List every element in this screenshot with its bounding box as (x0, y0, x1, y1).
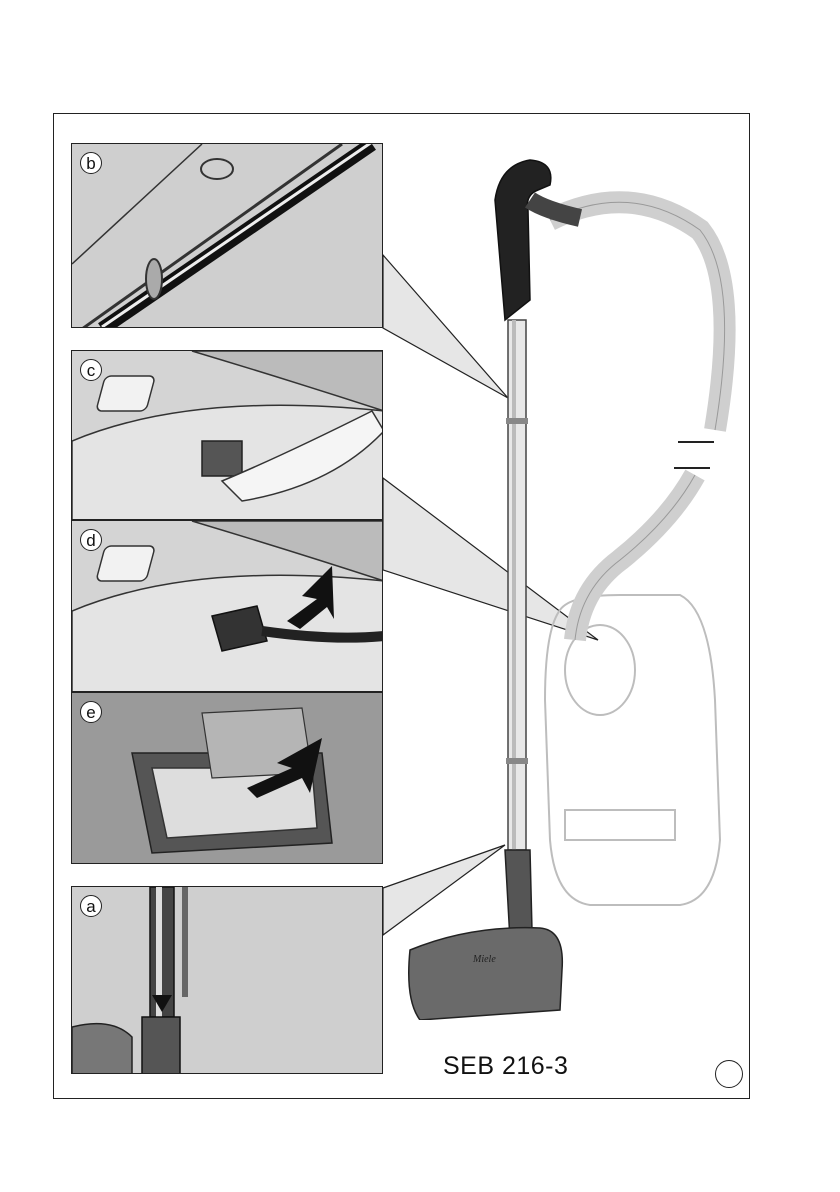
panel-a-drawing (72, 887, 383, 1074)
panel-b: b (71, 143, 383, 328)
vacuum-illustration: Miele (380, 140, 740, 1020)
model-label: SEB 216-3 (443, 1052, 568, 1081)
panel-e-label: e (80, 701, 102, 723)
brand-logo: Miele (472, 954, 496, 965)
hose-lower (575, 475, 695, 640)
panel-b-label: b (80, 152, 102, 174)
hose-upper (550, 202, 725, 430)
panel-c: c (71, 350, 383, 520)
handle (495, 160, 551, 320)
powerbrush (409, 928, 563, 1020)
panel-c-drawing (72, 351, 383, 520)
panel-d: d (71, 520, 383, 692)
vacuum-body (545, 595, 720, 905)
panel-a: a (71, 886, 383, 1074)
panel-b-drawing (72, 144, 383, 328)
panel-e-drawing (72, 693, 383, 864)
suction-tube (508, 320, 526, 850)
panel-e: e (71, 692, 383, 864)
panel-d-label: d (80, 529, 102, 551)
panel-a-label: a (80, 895, 102, 917)
panel-d-drawing (72, 521, 383, 692)
page-marker-circle (715, 1060, 743, 1088)
panel-c-label: c (80, 359, 102, 381)
